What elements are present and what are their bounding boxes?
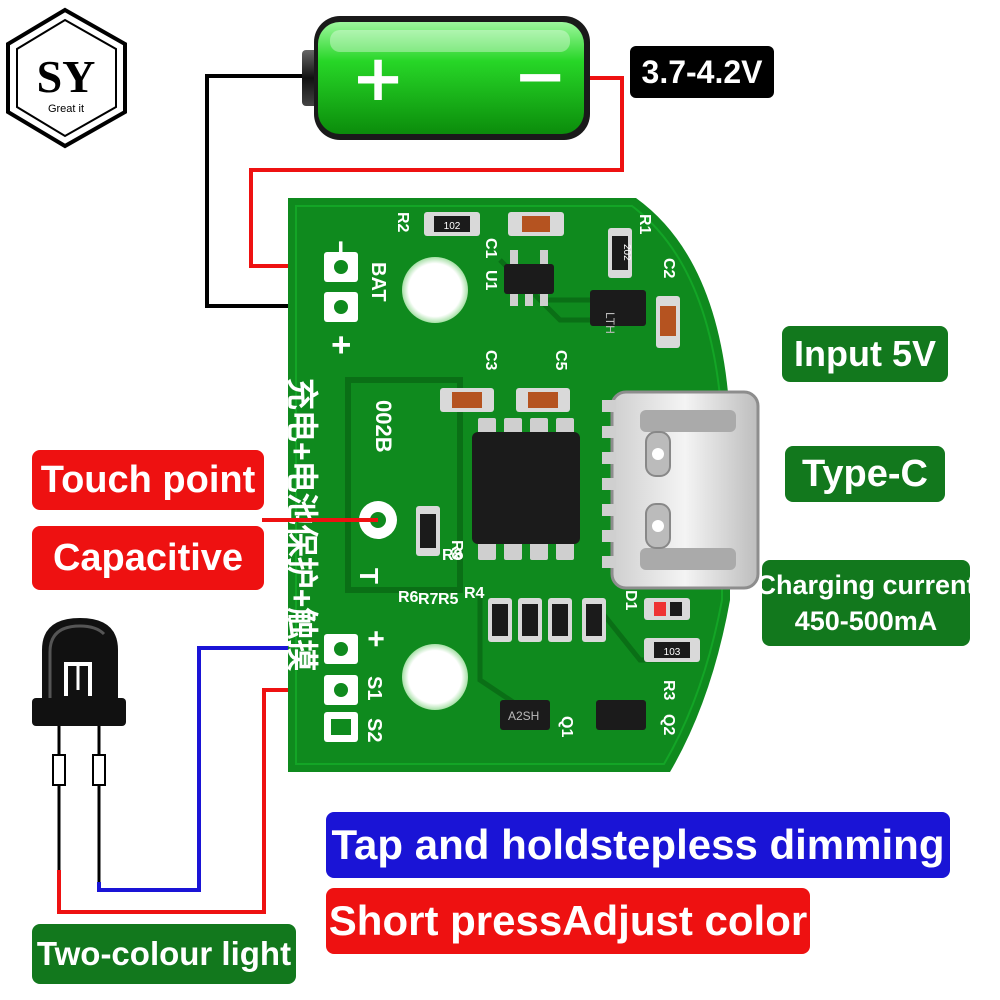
input-5v-label: Input 5V — [782, 326, 948, 382]
silk-bat-plus: + — [322, 335, 360, 355]
logo-letters: SY — [37, 51, 96, 102]
silk-bat-minus: − — [323, 240, 359, 259]
battery-voltage-label: 3.7-4.2V — [630, 46, 774, 98]
pcb-board: − BAT + 充电+电池保护+触摸 002B T + S1 S2 R2 R1 … — [284, 198, 760, 772]
silk-ref-r9: R9 — [448, 540, 465, 561]
silk-ref-r4: R4 — [464, 585, 485, 602]
silk-ref-d1: D1 — [622, 590, 639, 611]
silk-ref-r2: R2 — [394, 212, 411, 233]
silk-ref-r1: R1 — [636, 214, 653, 235]
silk-ref-c2: C2 — [660, 258, 677, 279]
battery-negative-wire — [205, 74, 330, 308]
battery-minus-sign: − — [513, 40, 567, 114]
battery-positive-wire — [249, 76, 624, 268]
silk-bat-label: BAT — [367, 262, 389, 302]
silk-chinese: 充电+电池保护+触摸 — [284, 378, 320, 671]
battery-plus-sign: + — [351, 42, 405, 116]
mark-202: 202 — [621, 244, 632, 261]
mark-a2sh: A2SH — [508, 709, 539, 723]
silk-ref-r6: R6 — [398, 589, 419, 606]
type-c-label: Type-C — [785, 446, 945, 502]
mark-102: 102 — [444, 221, 461, 232]
silk-ref-q1: Q1 — [558, 716, 575, 737]
touch-point-label: Touch point — [32, 450, 264, 510]
capacitive-label: Capacitive — [32, 526, 264, 590]
tap-hold-dimming-label: Tap and holdstepless dimming — [326, 812, 950, 878]
two-colour-led — [32, 618, 126, 882]
mark-103: 103 — [664, 647, 681, 658]
logo-tagline: Great it — [48, 103, 84, 115]
silk-ref-q2: Q2 — [660, 714, 677, 735]
silk-ref-r5: R5 — [438, 591, 459, 608]
silk-ref-r7: R7 — [418, 591, 439, 608]
silk-ref-c5: C5 — [552, 350, 569, 371]
silk-ref-u1: U1 — [482, 270, 499, 291]
silk-ref-r3: R3 — [660, 680, 677, 701]
short-press-color-label: Short pressAdjust color — [326, 888, 810, 954]
silk-led-plus: + — [359, 630, 392, 648]
silk-s1: S1 — [363, 676, 385, 700]
silk-s2: S2 — [363, 718, 385, 742]
silk-ref-c3: C3 — [482, 350, 499, 371]
led-blue-wire — [97, 646, 333, 892]
silk-touch-label: T — [354, 568, 384, 584]
logo: SY Great it — [6, 7, 127, 149]
charging-current-title: Charging current — [756, 570, 976, 600]
charging-current-value: 450-500mA — [794, 606, 938, 636]
main-chip — [472, 418, 580, 560]
silk-ref-r8: R8 — [442, 547, 463, 564]
silk-model: 002B — [371, 400, 396, 453]
usb-type-c-port — [602, 390, 760, 590]
silk-ref-c1: C1 — [482, 238, 499, 259]
charging-current-label: Charging current 450-500mA — [756, 560, 976, 646]
battery: + − — [302, 16, 590, 140]
two-colour-light-label: Two-colour light — [32, 924, 296, 984]
led-red-wire — [57, 688, 333, 914]
mark-lth: LTH — [603, 312, 617, 334]
